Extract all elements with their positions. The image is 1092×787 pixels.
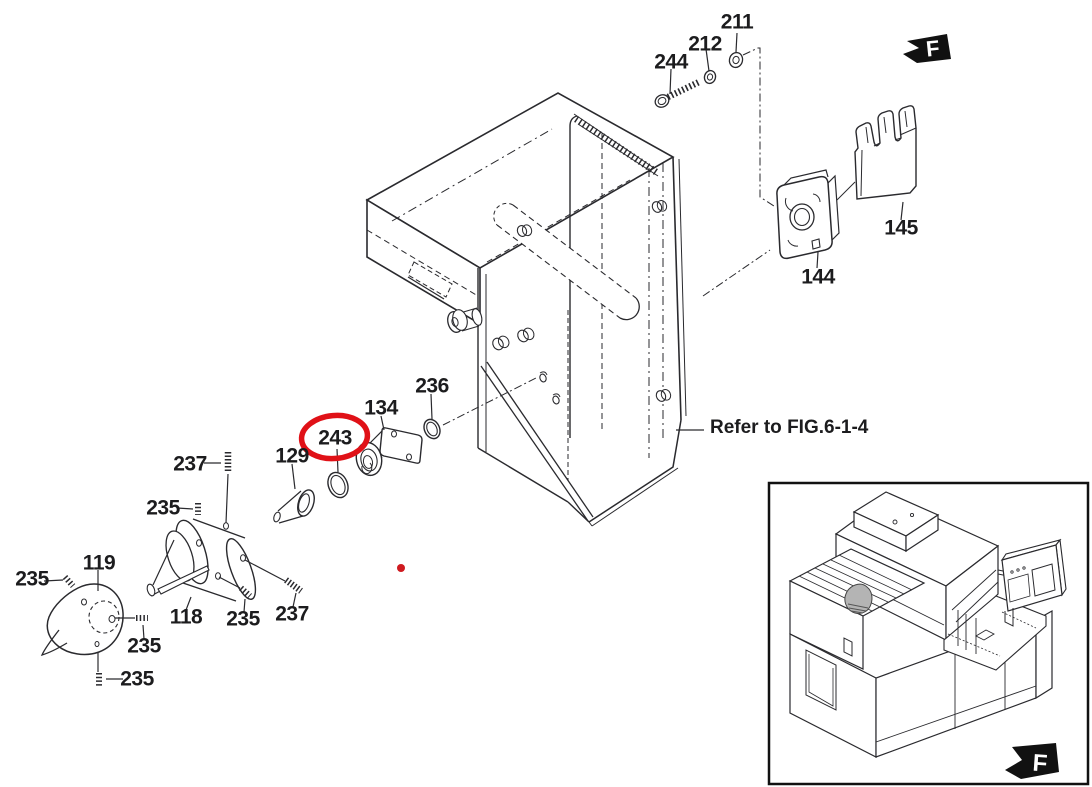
assembly-axis-line bbox=[742, 47, 775, 207]
support-arm bbox=[493, 202, 640, 321]
block-144 bbox=[776, 169, 856, 260]
brand-flag-logo: F bbox=[903, 34, 951, 63]
o-ring-243 bbox=[327, 471, 349, 499]
red-dot-marker bbox=[397, 564, 405, 572]
bracket-box bbox=[365, 92, 675, 523]
brand-letter: F bbox=[925, 35, 941, 61]
set-screws bbox=[62, 452, 303, 687]
part-label-212: 212 bbox=[688, 32, 722, 56]
part-label-211: 211 bbox=[720, 10, 754, 34]
part-label-134: 134 bbox=[364, 396, 398, 420]
machine-pendant bbox=[997, 538, 1067, 627]
assembly-118 bbox=[146, 518, 257, 602]
inner-plate bbox=[539, 113, 659, 438]
part-label-244: 244 bbox=[654, 50, 688, 74]
part-label-235-c: 235 bbox=[226, 607, 260, 631]
part-label-237-top: 237 bbox=[173, 452, 207, 476]
red-highlight-ellipse bbox=[298, 412, 371, 462]
part-label-145: 145 bbox=[884, 216, 918, 240]
screw-244 bbox=[654, 79, 701, 108]
part-label-243-highlighted: 243 bbox=[318, 426, 352, 450]
part-label-129: 129 bbox=[275, 444, 309, 468]
part-label-235-e: 235 bbox=[120, 667, 154, 691]
part-label-144: 144 bbox=[801, 265, 835, 289]
inset-brand-letter: F bbox=[1032, 750, 1049, 778]
part-label-235-a: 235 bbox=[146, 496, 180, 520]
washer-211 bbox=[728, 51, 744, 69]
part-label-118: 118 bbox=[169, 605, 203, 629]
bracket-fasteners bbox=[447, 199, 672, 402]
diagonal-guide-lines bbox=[480, 361, 594, 522]
part-label-236: 236 bbox=[415, 374, 449, 398]
part-label-237-b: 237 bbox=[275, 602, 309, 626]
cover-119 bbox=[40, 583, 124, 657]
cylinder-134 bbox=[355, 427, 423, 477]
back-panel bbox=[588, 156, 687, 527]
inset-brand-flag-logo: F bbox=[1005, 743, 1059, 779]
part-label-235-d: 235 bbox=[127, 634, 161, 658]
nozzle-129 bbox=[273, 489, 315, 524]
axis-line-to-panel bbox=[702, 249, 771, 297]
inset-panel: F bbox=[767, 481, 1090, 786]
part-label-119: 119 bbox=[82, 551, 116, 575]
leader-lines bbox=[43, 32, 904, 680]
machine-table bbox=[788, 548, 926, 670]
refer-note: Refer to FIG.6-1-4 bbox=[710, 417, 869, 438]
o-ring-236-axis bbox=[442, 376, 539, 426]
fitting-cylinder bbox=[447, 307, 483, 333]
highlight-part-blob bbox=[844, 583, 873, 614]
washer-212 bbox=[703, 69, 717, 85]
part-label-235-b: 235 bbox=[15, 567, 49, 591]
machine-base bbox=[789, 595, 1053, 758]
o-ring-236 bbox=[423, 418, 441, 440]
clip-145 bbox=[854, 105, 917, 200]
